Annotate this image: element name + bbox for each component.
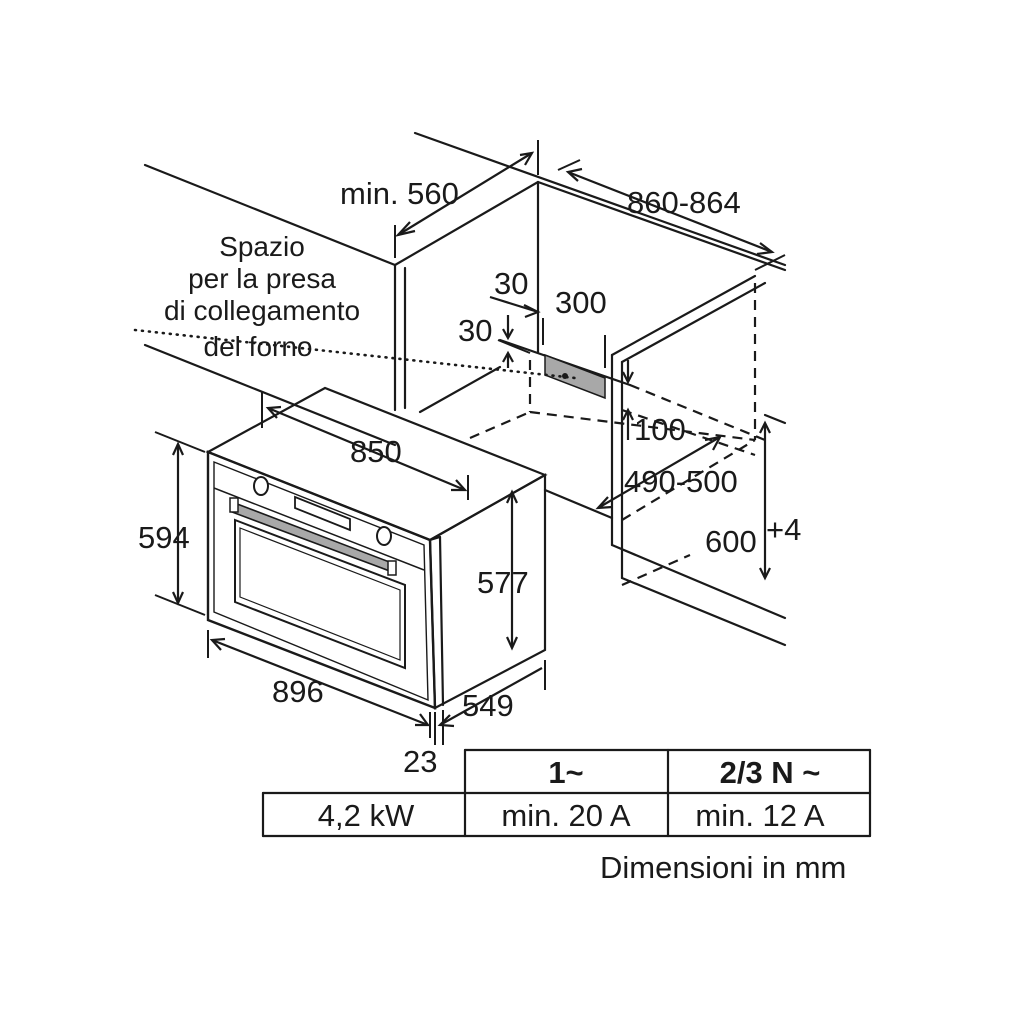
- table-cell-three-phase: min. 12 A: [695, 798, 825, 833]
- dim-niche-width: 860-864: [627, 185, 741, 220]
- knob-right-icon: [376, 526, 392, 546]
- dim-oven-height: 594: [138, 520, 190, 555]
- knob-left-icon: [253, 476, 269, 496]
- dim-socket-offset-side: 30: [458, 313, 492, 348]
- socket-note-line-1: Spazio: [219, 231, 305, 262]
- dim-niche-height: 600: [705, 524, 757, 559]
- dim-niche-inner-depth: 490-500: [624, 464, 738, 499]
- dim-socket-width: 300: [555, 285, 607, 320]
- table-cell-single-phase: min. 20 A: [501, 798, 631, 833]
- oven-illustration: [205, 386, 548, 710]
- dim-oven-top-width: 850: [350, 434, 402, 469]
- socket-note-line-2: per la presa: [188, 263, 336, 294]
- electrical-table: 1~ 2/3 N ~ 4,2 kW min. 20 A min. 12 A: [261, 748, 872, 838]
- dim-niche-height-tolerance: +4: [766, 512, 801, 547]
- dim-oven-width: 896: [272, 674, 324, 709]
- door-handle-icon: [231, 500, 397, 575]
- units-note: Dimensioni in mm: [600, 850, 846, 885]
- table-header-single-phase: 1~: [548, 755, 583, 790]
- dim-socket-offset-top: 30: [494, 266, 528, 301]
- table-header-three-phase: 2/3 N ~: [720, 755, 821, 790]
- dimension-lines: [154, 140, 786, 745]
- socket-note: Spazio per la presa di collegamento del …: [164, 231, 360, 362]
- dim-oven-body-height: 577: [477, 565, 529, 600]
- dimension-labels: min. 560 860-864 30 300 30 100 490-500 6…: [138, 176, 801, 779]
- dim-oven-depth: 549: [462, 688, 514, 723]
- dim-front-thickness: 23: [403, 744, 437, 779]
- socket-note-line-4: del forno: [204, 331, 313, 362]
- table-row-power: 4,2 kW: [318, 798, 415, 833]
- dim-niche-depth: min. 560: [340, 176, 459, 211]
- socket-note-line-3: di collegamento: [164, 295, 360, 326]
- dim-socket-height: 100: [634, 412, 686, 447]
